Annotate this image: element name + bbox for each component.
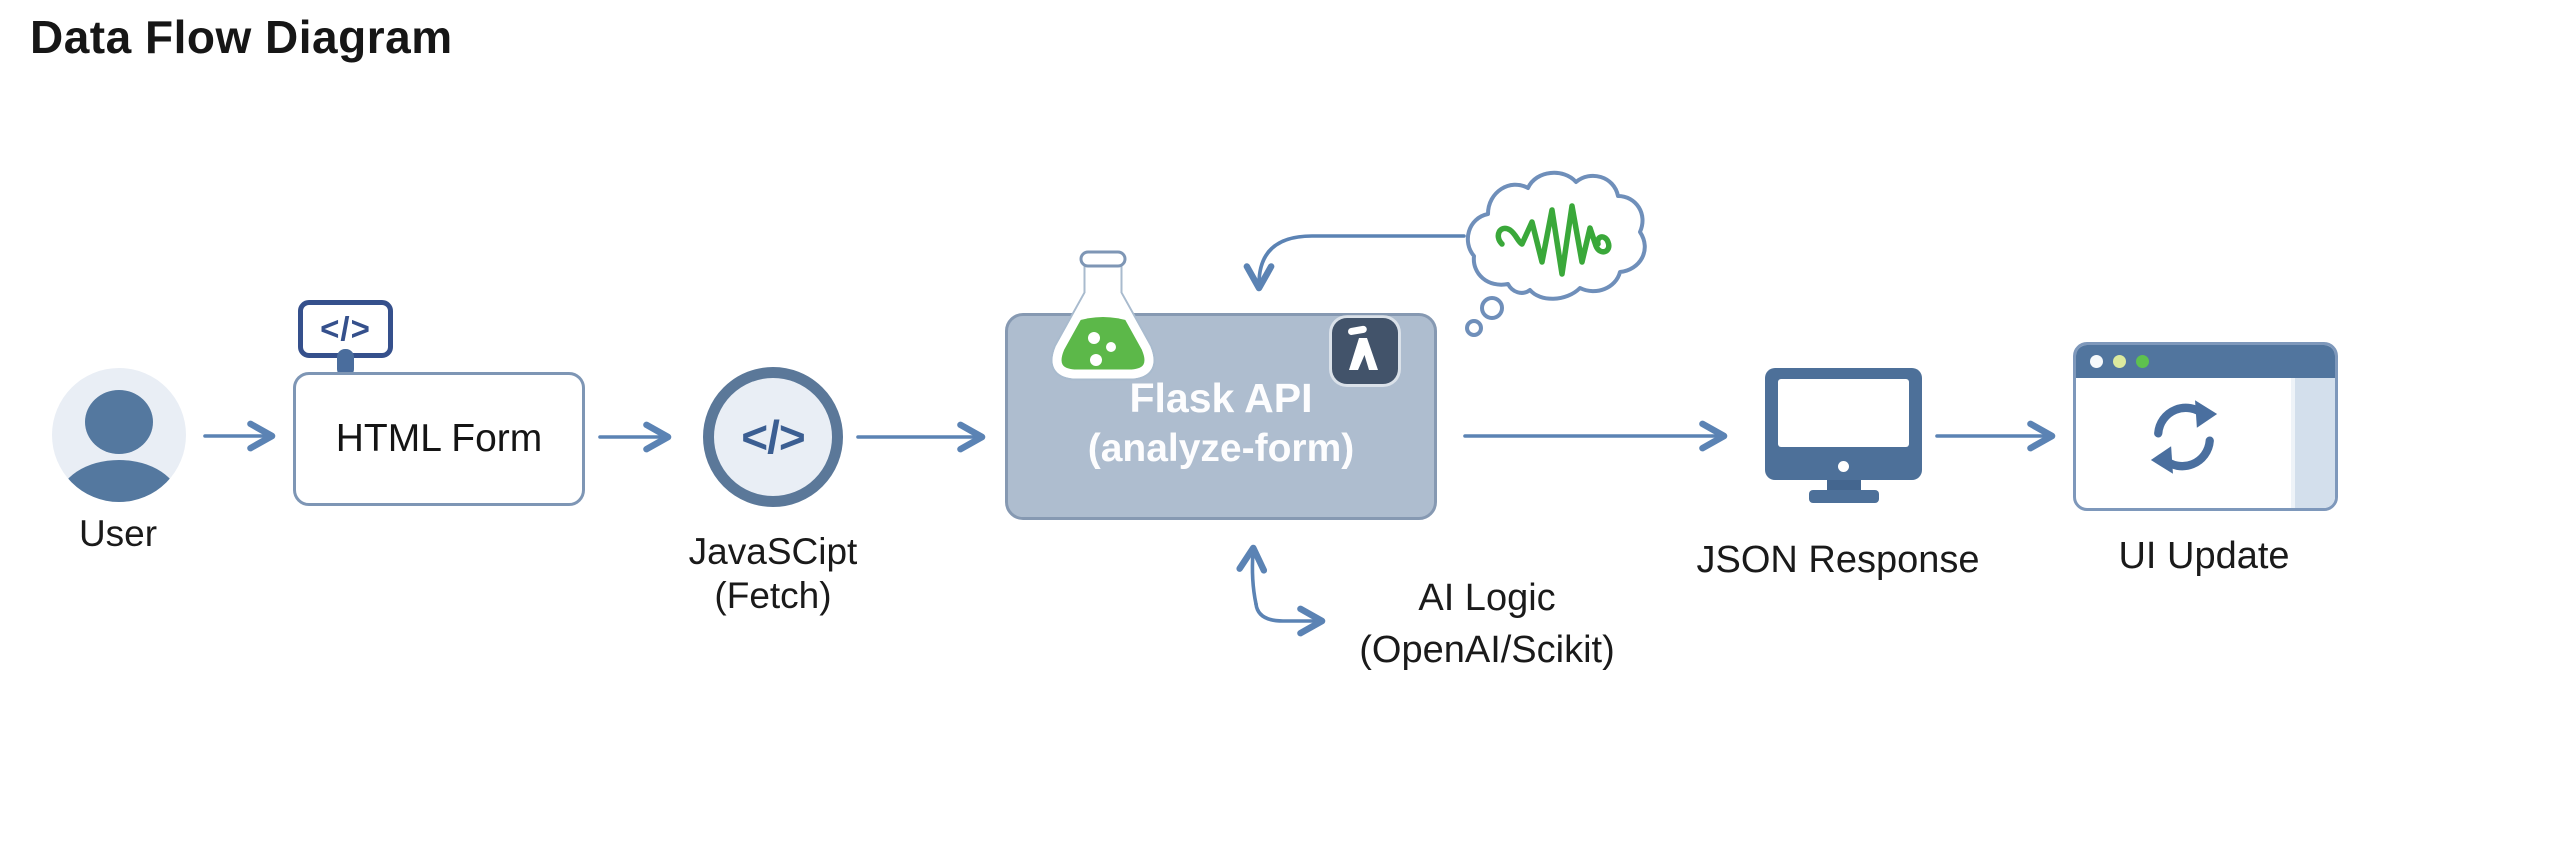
monitor-base	[1809, 490, 1879, 503]
flask-api-label-line2: (analyze-form)	[1087, 426, 1355, 470]
thought-bubble-small	[1465, 319, 1483, 337]
ai-logic-label: AI Logic (OpenAI/Scikit)	[1337, 572, 1637, 676]
refresh-icon	[2150, 400, 2218, 474]
waveform-icon	[1495, 203, 1612, 277]
javascript-code-icon: </>	[703, 367, 843, 507]
titlebar-dot-green	[2136, 355, 2149, 368]
javascript-label-line2: (Fetch)	[714, 575, 832, 616]
html-form-node: HTML Form	[293, 372, 585, 506]
thought-bubble-large	[1480, 296, 1504, 320]
thought-cloud-icon	[1465, 170, 1647, 337]
browser-scrollbar	[2291, 378, 2335, 508]
arrow-cloud-to-flaskapi	[1243, 234, 1466, 292]
flask-logo-badge-icon	[1332, 318, 1398, 384]
monitor-screen	[1778, 379, 1909, 447]
ai-logic-label-line1: AI Logic	[1418, 577, 1556, 619]
page-title: Data Flow Diagram	[30, 11, 453, 63]
browser-titlebar	[2076, 345, 2335, 378]
titlebar-dot-yellow	[2113, 355, 2126, 368]
javascript-label-line1: JavaSCipt	[688, 531, 858, 572]
json-response-label: JSON Response	[1696, 539, 1980, 581]
code-badge-stem	[337, 349, 354, 377]
flask-api-node: Flask API (analyze-form)	[1005, 313, 1437, 520]
monitor-icon	[1765, 368, 1922, 480]
flask-beaker-icon	[1050, 250, 1156, 381]
flask-api-label-line1: Flask API	[1129, 374, 1313, 421]
ai-logic-label-line2: (OpenAI/Scikit)	[1359, 629, 1615, 671]
browser-window-icon	[2073, 342, 2338, 511]
arrow-flaskapi-to-ailogic-right	[1254, 602, 1326, 637]
user-label: User	[78, 513, 158, 554]
user-avatar-icon	[52, 368, 186, 502]
titlebar-dot-white	[2090, 355, 2103, 368]
html-form-label: HTML Form	[335, 417, 543, 460]
monitor-power-dot	[1838, 461, 1849, 472]
code-badge-icon: </>	[298, 300, 393, 358]
avatar-shoulders	[59, 460, 179, 502]
avatar-head	[85, 390, 153, 454]
javascript-label: JavaSCipt (Fetch)	[653, 530, 893, 618]
ui-update-label: UI Update	[2118, 535, 2290, 577]
arrow-flaskapi-to-ailogic-up	[1236, 544, 1268, 606]
